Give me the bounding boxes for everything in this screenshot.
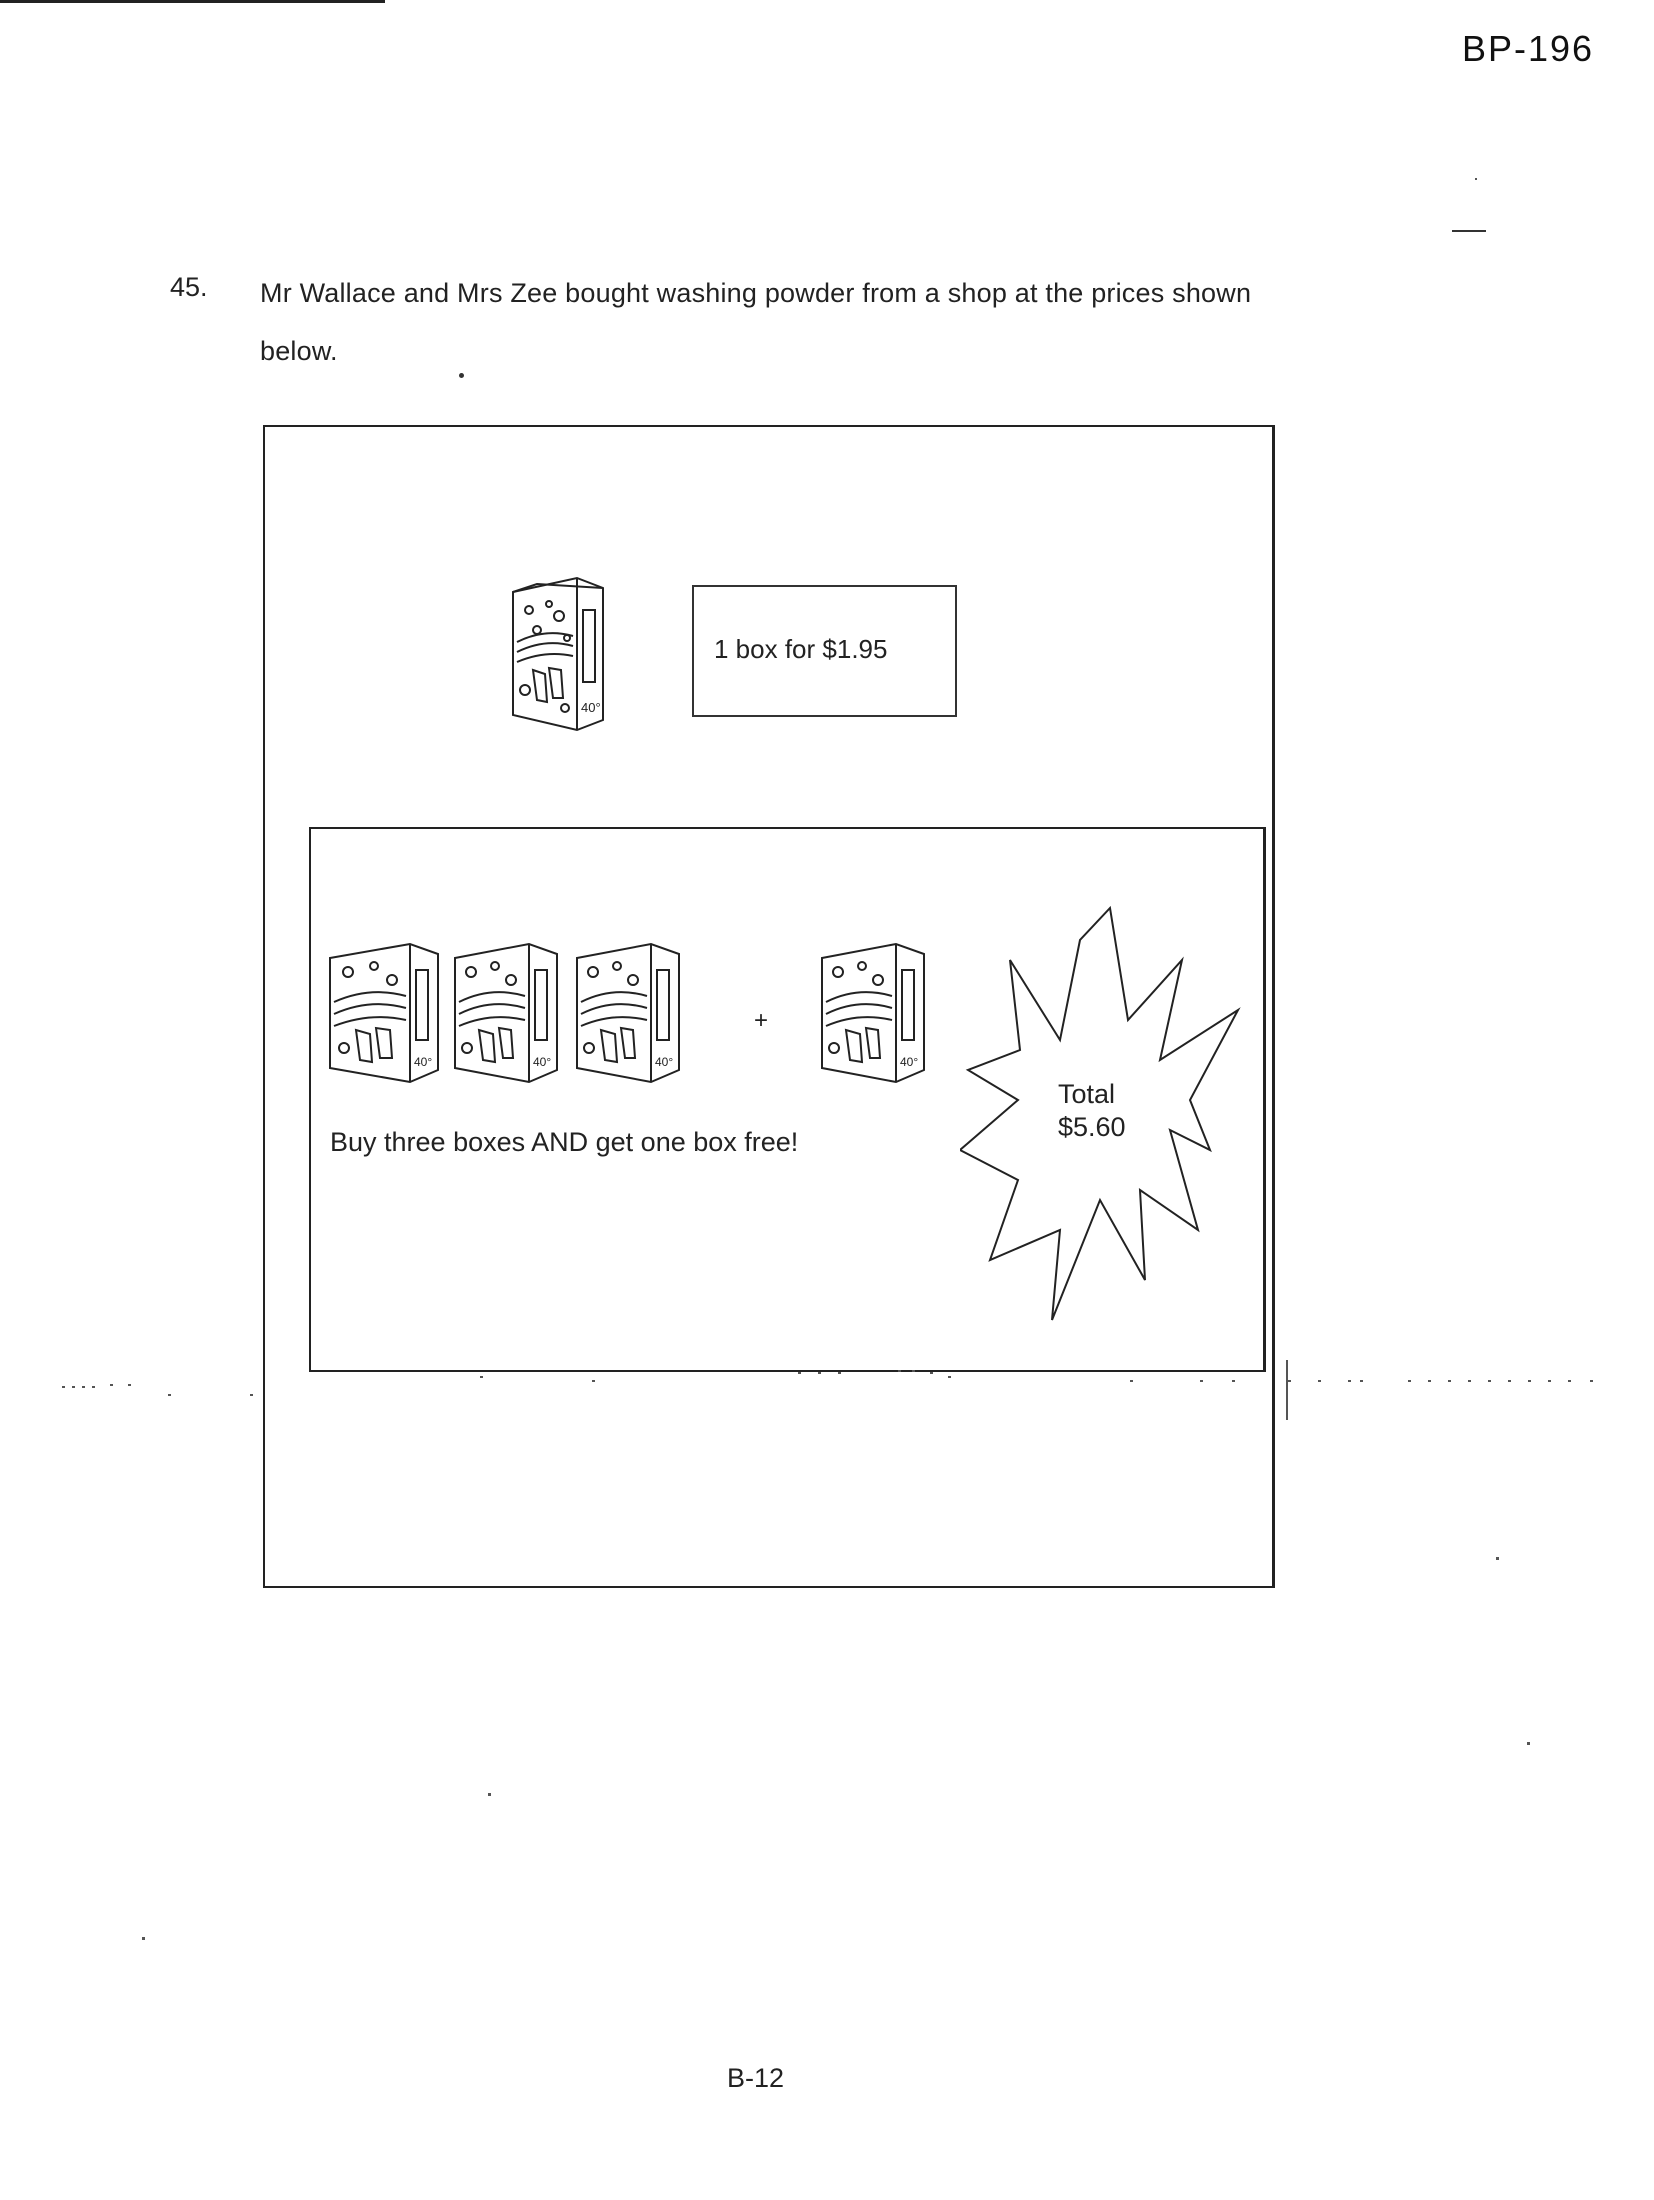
scan-speck (488, 1793, 491, 1796)
total-price-label: Total $5.60 (1058, 1078, 1126, 1144)
svg-text:40°: 40° (581, 700, 601, 715)
question-number: 45. (170, 272, 208, 302)
washing-powder-box-icon: 40° (329, 942, 439, 1084)
washing-powder-box-icon: 40° (821, 942, 925, 1084)
top-rule (0, 0, 385, 3)
single-price-label: 1 box for $1.95 (714, 634, 888, 664)
question-text: Mr Wallace and Mrs Zee bought washing po… (260, 278, 1252, 366)
page-number: B-12 (727, 2063, 785, 2093)
scan-speck (142, 1937, 145, 1940)
total-price: $5.60 (1058, 1112, 1126, 1142)
washing-powder-box-icon: 40° (512, 576, 604, 732)
single-price-box (692, 585, 957, 717)
svg-text:40°: 40° (533, 1055, 551, 1069)
scan-mark (1452, 230, 1486, 232)
svg-text:40°: 40° (900, 1055, 918, 1069)
advertisement-frame (263, 425, 1275, 1588)
document-code: BP-196 (1462, 28, 1595, 69)
scan-speck (459, 373, 464, 378)
plus-sign: + (754, 1007, 769, 1034)
bundle-offer-panel (309, 827, 1266, 1372)
washing-powder-box-icon: 40° (454, 942, 558, 1084)
starburst-icon (960, 905, 1241, 1321)
svg-text:40°: 40° (655, 1055, 673, 1069)
bundle-offer-text: Buy three boxes AND get one box free! (330, 1127, 799, 1157)
scan-speck (1475, 178, 1477, 180)
scan-noise (62, 1360, 1593, 1420)
washing-powder-box-icon: 40° (576, 942, 680, 1084)
total-label: Total (1058, 1079, 1116, 1109)
scan-speck (1527, 1742, 1530, 1745)
scan-speck (1496, 1557, 1499, 1560)
svg-text:40°: 40° (414, 1055, 432, 1069)
